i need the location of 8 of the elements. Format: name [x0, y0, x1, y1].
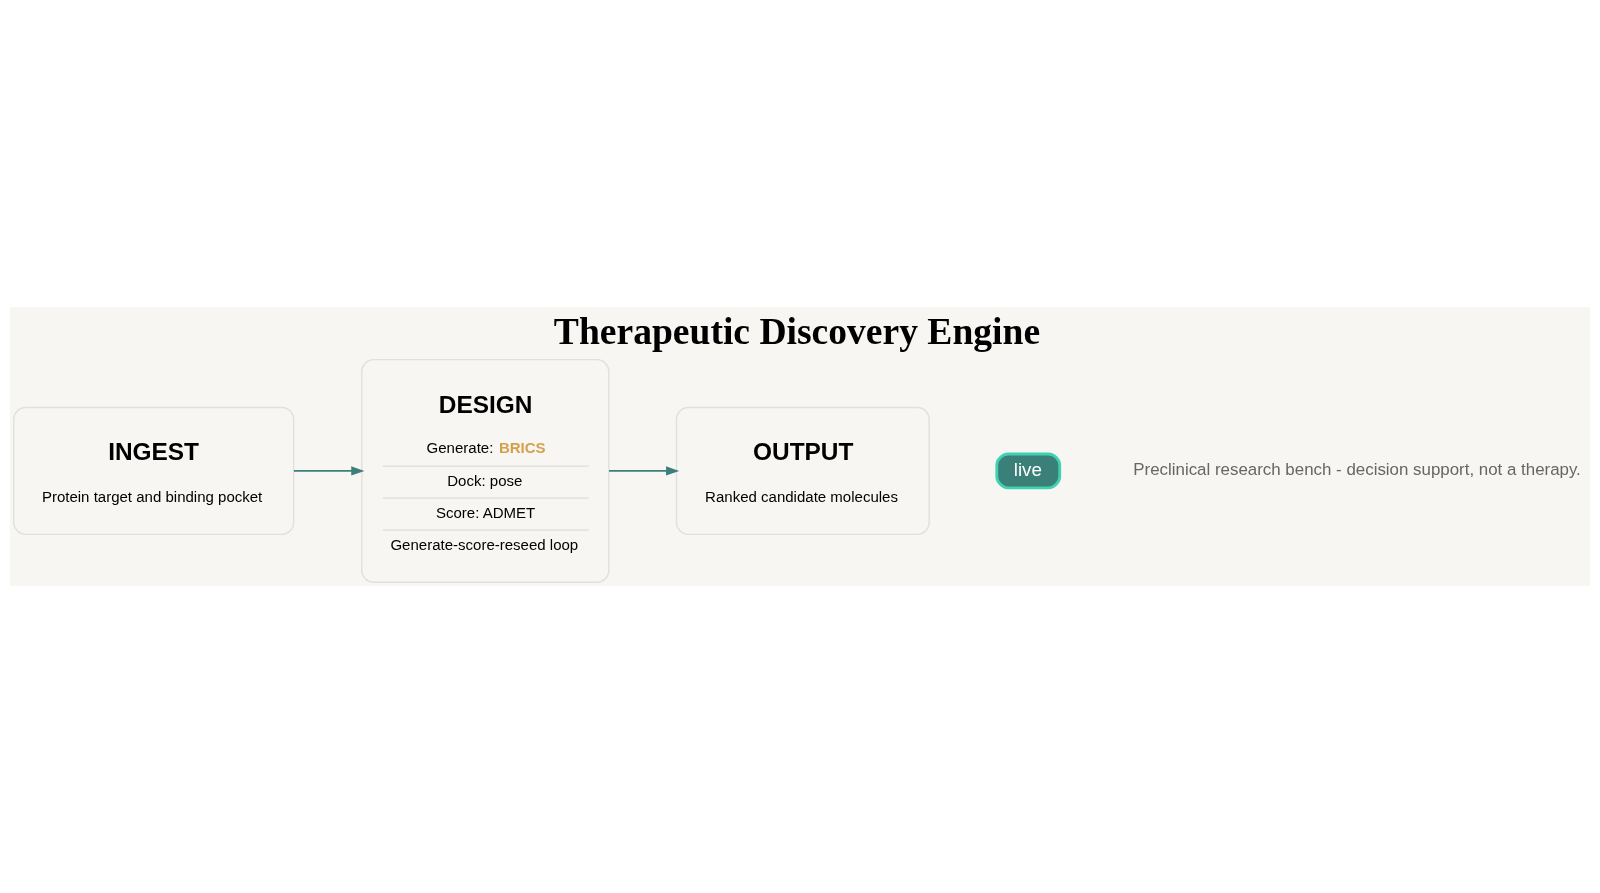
node-box: live [995, 452, 1062, 490]
arrow [608, 466, 680, 476]
node-box: INGEST Protein target and binding pocket [13, 406, 295, 536]
diagram-title: Therapeutic Discovery Engine [553, 310, 1041, 352]
node-box: OUTPUT Ranked candidate molecules [675, 406, 930, 536]
arrow [293, 466, 365, 476]
node-box: DESIGN Generate: BRICS Dock: pose Score: ADMET Generate-score-reseed loop [361, 358, 610, 583]
caption: Preclinical research bench - decision support, not a therapy. [1133, 460, 1581, 480]
